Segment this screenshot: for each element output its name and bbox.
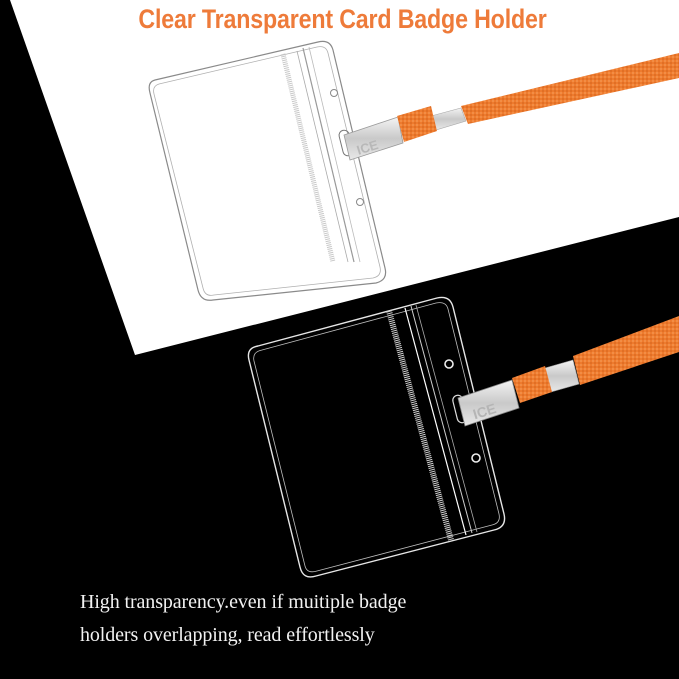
white-sheet	[10, 0, 679, 355]
lanyard-top	[397, 53, 679, 142]
headline-title: Clear Transparent Card Badge Holder	[138, 4, 547, 34]
clip-logo-bottom: ICE	[471, 400, 498, 422]
clip-logo: ICE	[355, 137, 380, 158]
caption-line-2: holders overlapping, read effortlessly	[80, 624, 375, 646]
badge-clip-top: ICE	[343, 107, 467, 161]
lanyard-bottom	[512, 316, 679, 403]
caption: High transparency.even if muitiple badge…	[80, 586, 406, 652]
caption-line-1: High transparency.even if muitiple badge	[80, 591, 407, 613]
badge-holder-bottom	[247, 296, 506, 578]
